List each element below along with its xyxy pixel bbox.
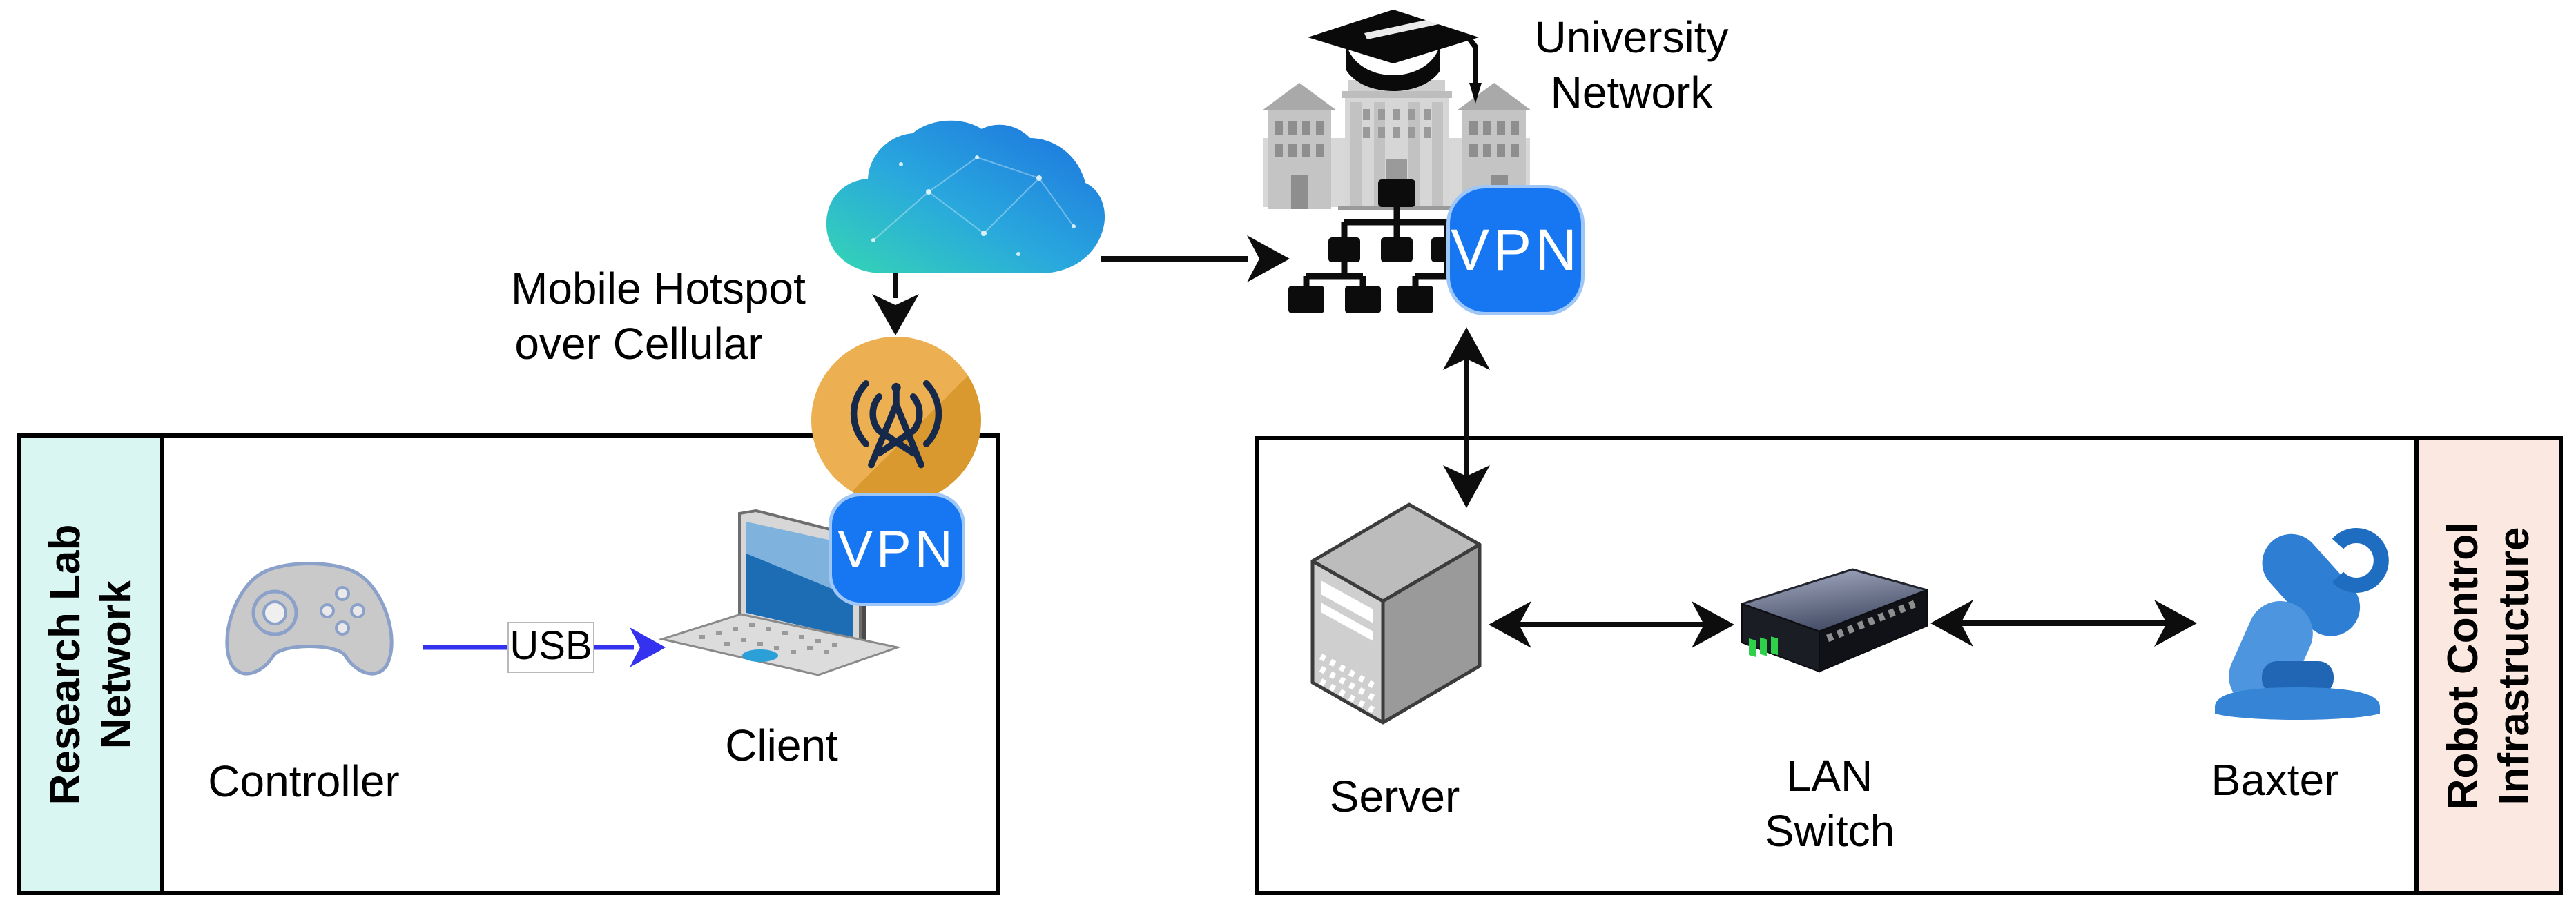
university-network-label: University Network <box>1534 12 1729 117</box>
baxter-label: Baxter <box>2211 755 2339 805</box>
robot-arm-icon <box>2202 498 2392 723</box>
cloud-hotspot-arrow <box>872 271 919 335</box>
robot-control-strip: Robot Control Infrastructure <box>2414 440 2559 891</box>
university-vpn-badge: VPN <box>1446 185 1585 315</box>
laptop-icon <box>658 509 904 676</box>
client-vpn-badge-text: VPN <box>837 520 956 579</box>
controller-label: Controller <box>208 756 400 806</box>
usb-label: USB <box>507 622 594 673</box>
cloud-university-arrow <box>1101 235 1290 282</box>
research-lab-strip: Research Lab Network <box>21 438 164 891</box>
university-vpn-badge-text: VPN <box>1451 217 1580 282</box>
server-label: Server <box>1329 772 1460 821</box>
client-label: Client <box>725 721 838 770</box>
switch-baxter-arrow <box>1930 600 2197 647</box>
robot-control-box: Robot Control Infrastructure <box>1255 436 2563 895</box>
lan-switch-label: LAN Switch <box>1764 751 1895 856</box>
campus-network-icon <box>1262 6 1538 320</box>
mobile-hotspot-label: Mobile Hotspot over Cellular <box>511 264 806 369</box>
client-vpn-badge: VPN <box>829 493 965 606</box>
research-lab-box: Research Lab Network <box>17 433 1000 895</box>
network-switch-icon <box>1730 568 1930 675</box>
server-tower-icon <box>1307 500 1485 728</box>
university-server-arrow <box>1443 327 1490 508</box>
cloud-icon <box>818 116 1110 277</box>
server-switch-arrow <box>1489 601 1734 648</box>
gamepad-icon <box>220 558 399 683</box>
cellular-antenna-icon <box>850 380 942 469</box>
cellular-hotspot-circle <box>811 337 981 504</box>
